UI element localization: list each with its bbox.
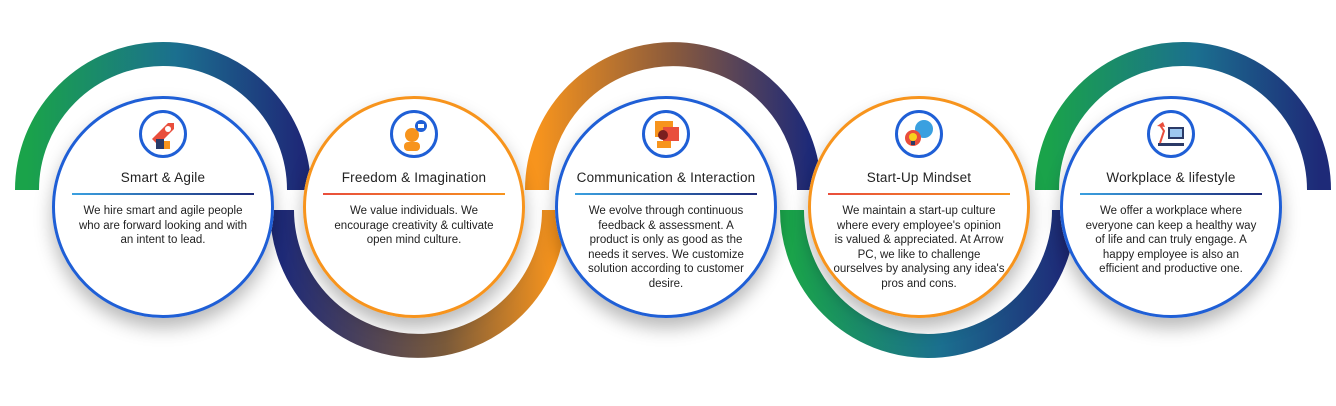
- card-description: We offer a workplace where everyone can …: [1085, 205, 1257, 275]
- card-smart-agile: Smart & Agile We hire smart and agile pe…: [52, 96, 274, 318]
- arc-5: [1035, 42, 1331, 191]
- arc-4: [780, 209, 1076, 358]
- card-description: We maintain a start-up culture where eve…: [833, 205, 1005, 290]
- card-description: We evolve through continuous feedback & …: [588, 205, 744, 290]
- divider: [828, 193, 1010, 195]
- divider: [575, 193, 757, 195]
- divider: [72, 193, 254, 195]
- rocket-icon: [139, 110, 187, 158]
- arc-1: [15, 42, 311, 191]
- arc-2: [270, 209, 566, 358]
- chat-icon: [642, 110, 690, 158]
- card-description: We hire smart and agile people who are f…: [78, 205, 248, 246]
- card-title: Start-Up Mindset: [866, 170, 972, 185]
- card-description: We value individuals. We encourage creat…: [334, 205, 494, 246]
- card-title: Workplace & lifestyle: [1106, 170, 1236, 185]
- card-startup-mindset: Start-Up Mindset We maintain a start-up …: [808, 96, 1030, 318]
- card-title: Smart & Agile: [120, 170, 206, 185]
- lightbulb-chat-icon: [895, 110, 943, 158]
- divider: [323, 193, 505, 195]
- card-freedom-imagination: Freedom & Imagination We value individua…: [303, 96, 525, 318]
- card-communication-interaction: Communication & Interaction We evolve th…: [555, 96, 777, 318]
- card-workplace-lifestyle: Workplace & lifestyle We offer a workpla…: [1060, 96, 1282, 318]
- card-title: Communication & Interaction: [576, 170, 756, 185]
- desk-lamp-icon: [1147, 110, 1195, 158]
- arc-3: [525, 42, 821, 191]
- card-title: Freedom & Imagination: [341, 170, 487, 185]
- person-idea-icon: [390, 110, 438, 158]
- divider: [1080, 193, 1262, 195]
